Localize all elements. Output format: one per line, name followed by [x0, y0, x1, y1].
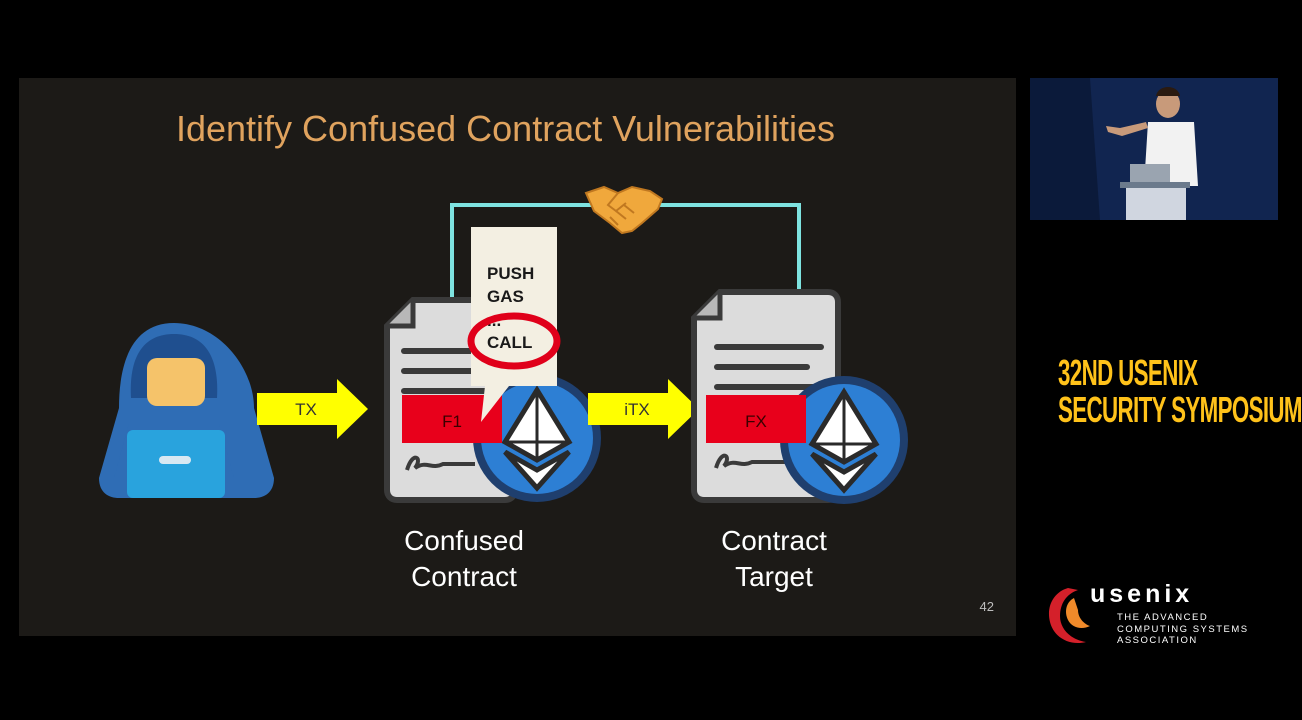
usenix-tagline-line2: COMPUTING SYSTEMS: [1117, 623, 1249, 635]
confused-contract-label-line2: Contract: [411, 561, 517, 592]
diagram: TX F1 PUSH GAS ... CALL: [99, 185, 908, 504]
slide-page-number: 42: [979, 599, 994, 614]
symposium-title-line2: SECURITY SYMPOSIUM: [1058, 389, 1302, 430]
usenix-logo-icon: [1048, 588, 1090, 644]
contract-target-label-line1: Contract: [721, 525, 827, 556]
function-box-fx: [706, 395, 806, 443]
confused-contract-label: Confused Contract: [379, 523, 549, 595]
opcode-gas: GAS: [487, 287, 524, 306]
itx-arrow-label: iTX: [624, 400, 650, 419]
presentation-slide: Identify Confused Contract Vulnerabiliti…: [19, 78, 1016, 636]
usenix-tagline-line1: THE ADVANCED: [1117, 612, 1209, 623]
call-highlight-ring: [467, 312, 561, 370]
tx-arrow: [257, 379, 368, 439]
ethereum-icon: [473, 374, 601, 502]
confused-contract-label-line1: Confused: [404, 525, 524, 556]
ethereum-icon: [780, 376, 908, 504]
usenix-tagline: THE ADVANCED COMPUTING SYSTEMS ASSOCIATI…: [1117, 612, 1249, 647]
tx-arrow-label: TX: [295, 400, 317, 419]
itx-arrow: [588, 379, 699, 439]
contract-target-label-line2: Target: [735, 561, 813, 592]
hacker-icon: [99, 323, 274, 498]
function-box-fx-label: FX: [745, 412, 767, 431]
symposium-title: 32ND USENIX SECURITY SYMPOSIUM: [1058, 354, 1302, 428]
usenix-tagline-line3: ASSOCIATION: [1117, 635, 1198, 646]
opcode-push: PUSH: [487, 264, 534, 283]
usenix-wordmark: usenix: [1090, 580, 1194, 608]
speaker-video: [1030, 78, 1278, 220]
opcode-call: CALL: [487, 333, 532, 352]
symposium-title-line1: 32ND USENIX: [1058, 352, 1198, 393]
speech-bubble: [471, 227, 557, 422]
handshake-icon: [584, 185, 664, 235]
function-box-f1-label: F1: [442, 412, 462, 431]
contract-target-label: Contract Target: [689, 523, 859, 595]
slide-title: Identify Confused Contract Vulnerabiliti…: [175, 108, 836, 149]
